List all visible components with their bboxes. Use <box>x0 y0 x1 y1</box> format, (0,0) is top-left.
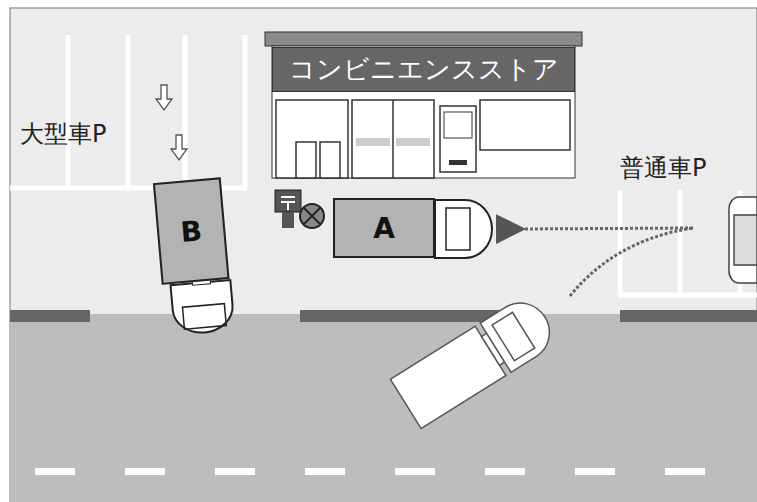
node-text: B <box>179 214 203 249</box>
truck-b-body: B <box>153 177 230 285</box>
regular-vehicle-parking: 普通車P <box>620 152 706 184</box>
node-text: コンビニエンスストア <box>289 52 559 87</box>
node-text: A <box>373 212 395 245</box>
truck-a-body: A <box>333 198 435 258</box>
large-vehicle-parking: 大型車P <box>20 118 106 150</box>
store-sign: コンビニエンスストア <box>272 47 575 92</box>
